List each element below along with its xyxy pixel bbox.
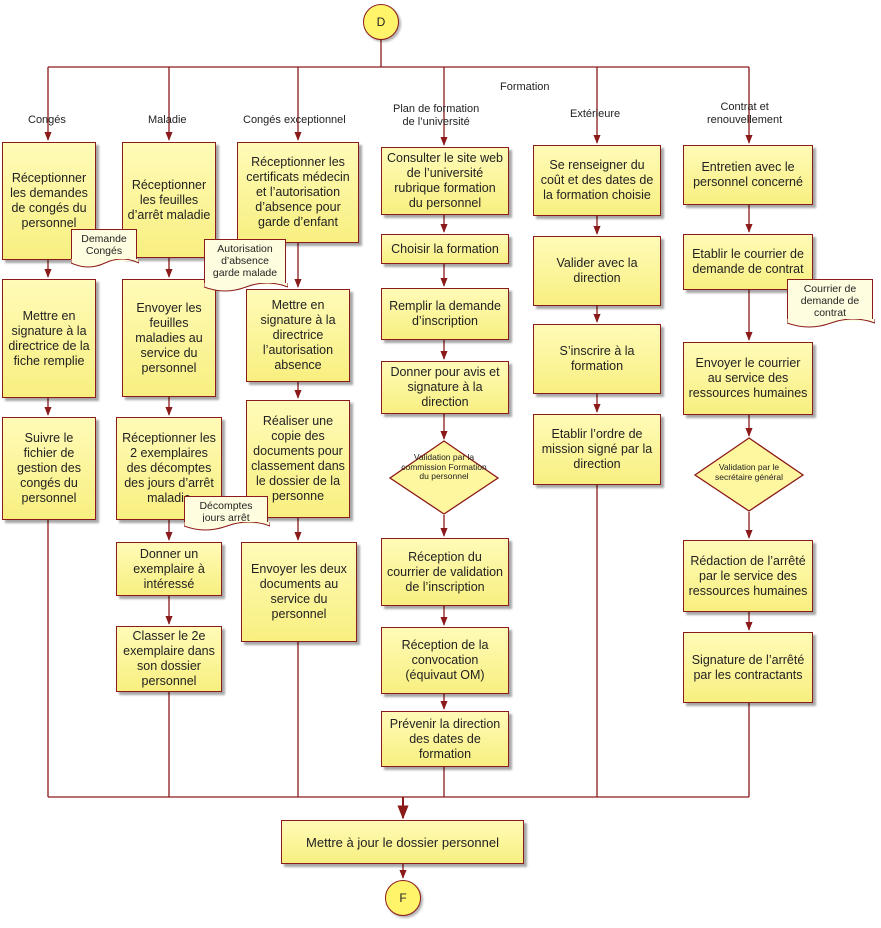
document-autorisation-absence: Autorisation d’absence garde malade (204, 239, 288, 292)
document-decomptes: Décomptes jours arrêt (184, 496, 270, 531)
final-step-update-dossier: Mettre à jour le dossier personnel (281, 820, 524, 864)
contrat-decision-diamond (693, 437, 805, 512)
exceptionnel-step-2: Mettre en signature à la directrice l’au… (246, 289, 350, 382)
exterieure-step-2: Valider avec la direction (533, 236, 661, 306)
contrat-step-3: Envoyer le courrier au service des resso… (683, 342, 813, 415)
contrat-step-5: Signature de l’arrêté par les contractan… (683, 632, 813, 703)
plan-decision-diamond (388, 440, 500, 515)
contrat-decision-text: Validation par le secrétaire général (714, 462, 784, 482)
column-label-exterieure: Extérieure (570, 108, 621, 120)
end-node: F (385, 880, 421, 916)
exterieure-step-4: Etablir l’ordre de mission signé par la … (533, 414, 661, 485)
exterieure-step-3: S’inscrire à la formation (533, 324, 661, 394)
contrat-step-4: Rédaction de l’arrêté par le service des… (683, 540, 813, 612)
column-label-exceptionnel: Congés exceptionnel (243, 114, 346, 126)
conges-step-2: Mettre en signature à la directrice de l… (2, 279, 96, 398)
column-label-contrat: Contrat et renouvellement (707, 101, 783, 126)
plan-step-3: Remplir la demande d’inscription (381, 288, 509, 340)
exceptionnel-step-1: Réceptionner les certificats médecin et … (237, 142, 359, 243)
plan-step-7: Prévenir la direction des dates de forma… (381, 711, 509, 767)
maladie-step-2: Envoyer les feuilles maladies au service… (122, 279, 216, 397)
column-label-maladie: Maladie (148, 114, 187, 126)
document-autorisation-label: Autorisation d’absence garde malade (212, 243, 278, 279)
exterieure-step-1: Se renseigner du coût et des dates de la… (533, 145, 661, 216)
formation-label: Formation (500, 81, 550, 93)
document-courrier-contrat: Courrier de demande de contrat (787, 279, 875, 328)
document-decomptes-label: Décomptes jours arrêt (199, 500, 253, 524)
maladie-step-5: Classer le 2e exemplaire dans son dossie… (116, 626, 222, 692)
contrat-step-1: Entretien avec le personnel concerné (683, 145, 813, 205)
column-label-plan: Plan de formation de l’université (393, 103, 480, 128)
plan-step-4: Donner pour avis et signature à la direc… (381, 361, 509, 414)
plan-step-6: Réception de la convocation (équivaut OM… (381, 627, 509, 694)
column-label-conges: Congés (28, 114, 66, 126)
plan-step-1: Consulter le site web de l’université ru… (381, 147, 509, 215)
exceptionnel-step-3: Réaliser une copie des documents pour cl… (246, 400, 350, 518)
document-demande-conges: Demande Congés (71, 229, 139, 268)
plan-decision-text: Validation par la commission Formation d… (401, 452, 487, 481)
maladie-step-4: Donner un exemplaire à intéressé (116, 542, 222, 596)
document-courrier-contrat-label: Courrier de demande de contrat (800, 283, 860, 319)
exceptionnel-step-4: Envoyer les deux documents au service du… (241, 542, 357, 642)
document-demande-conges-label: Demande Congés (81, 233, 127, 257)
maladie-step-1: Réceptionner les feuilles d’arrêt maladi… (122, 142, 216, 258)
start-node: D (363, 4, 399, 40)
plan-step-5: Réception du courrier de validation de l… (381, 538, 509, 606)
conges-step-3: Suivre le fichier de gestion des congés … (2, 417, 96, 520)
plan-step-2: Choisir la formation (381, 234, 509, 264)
